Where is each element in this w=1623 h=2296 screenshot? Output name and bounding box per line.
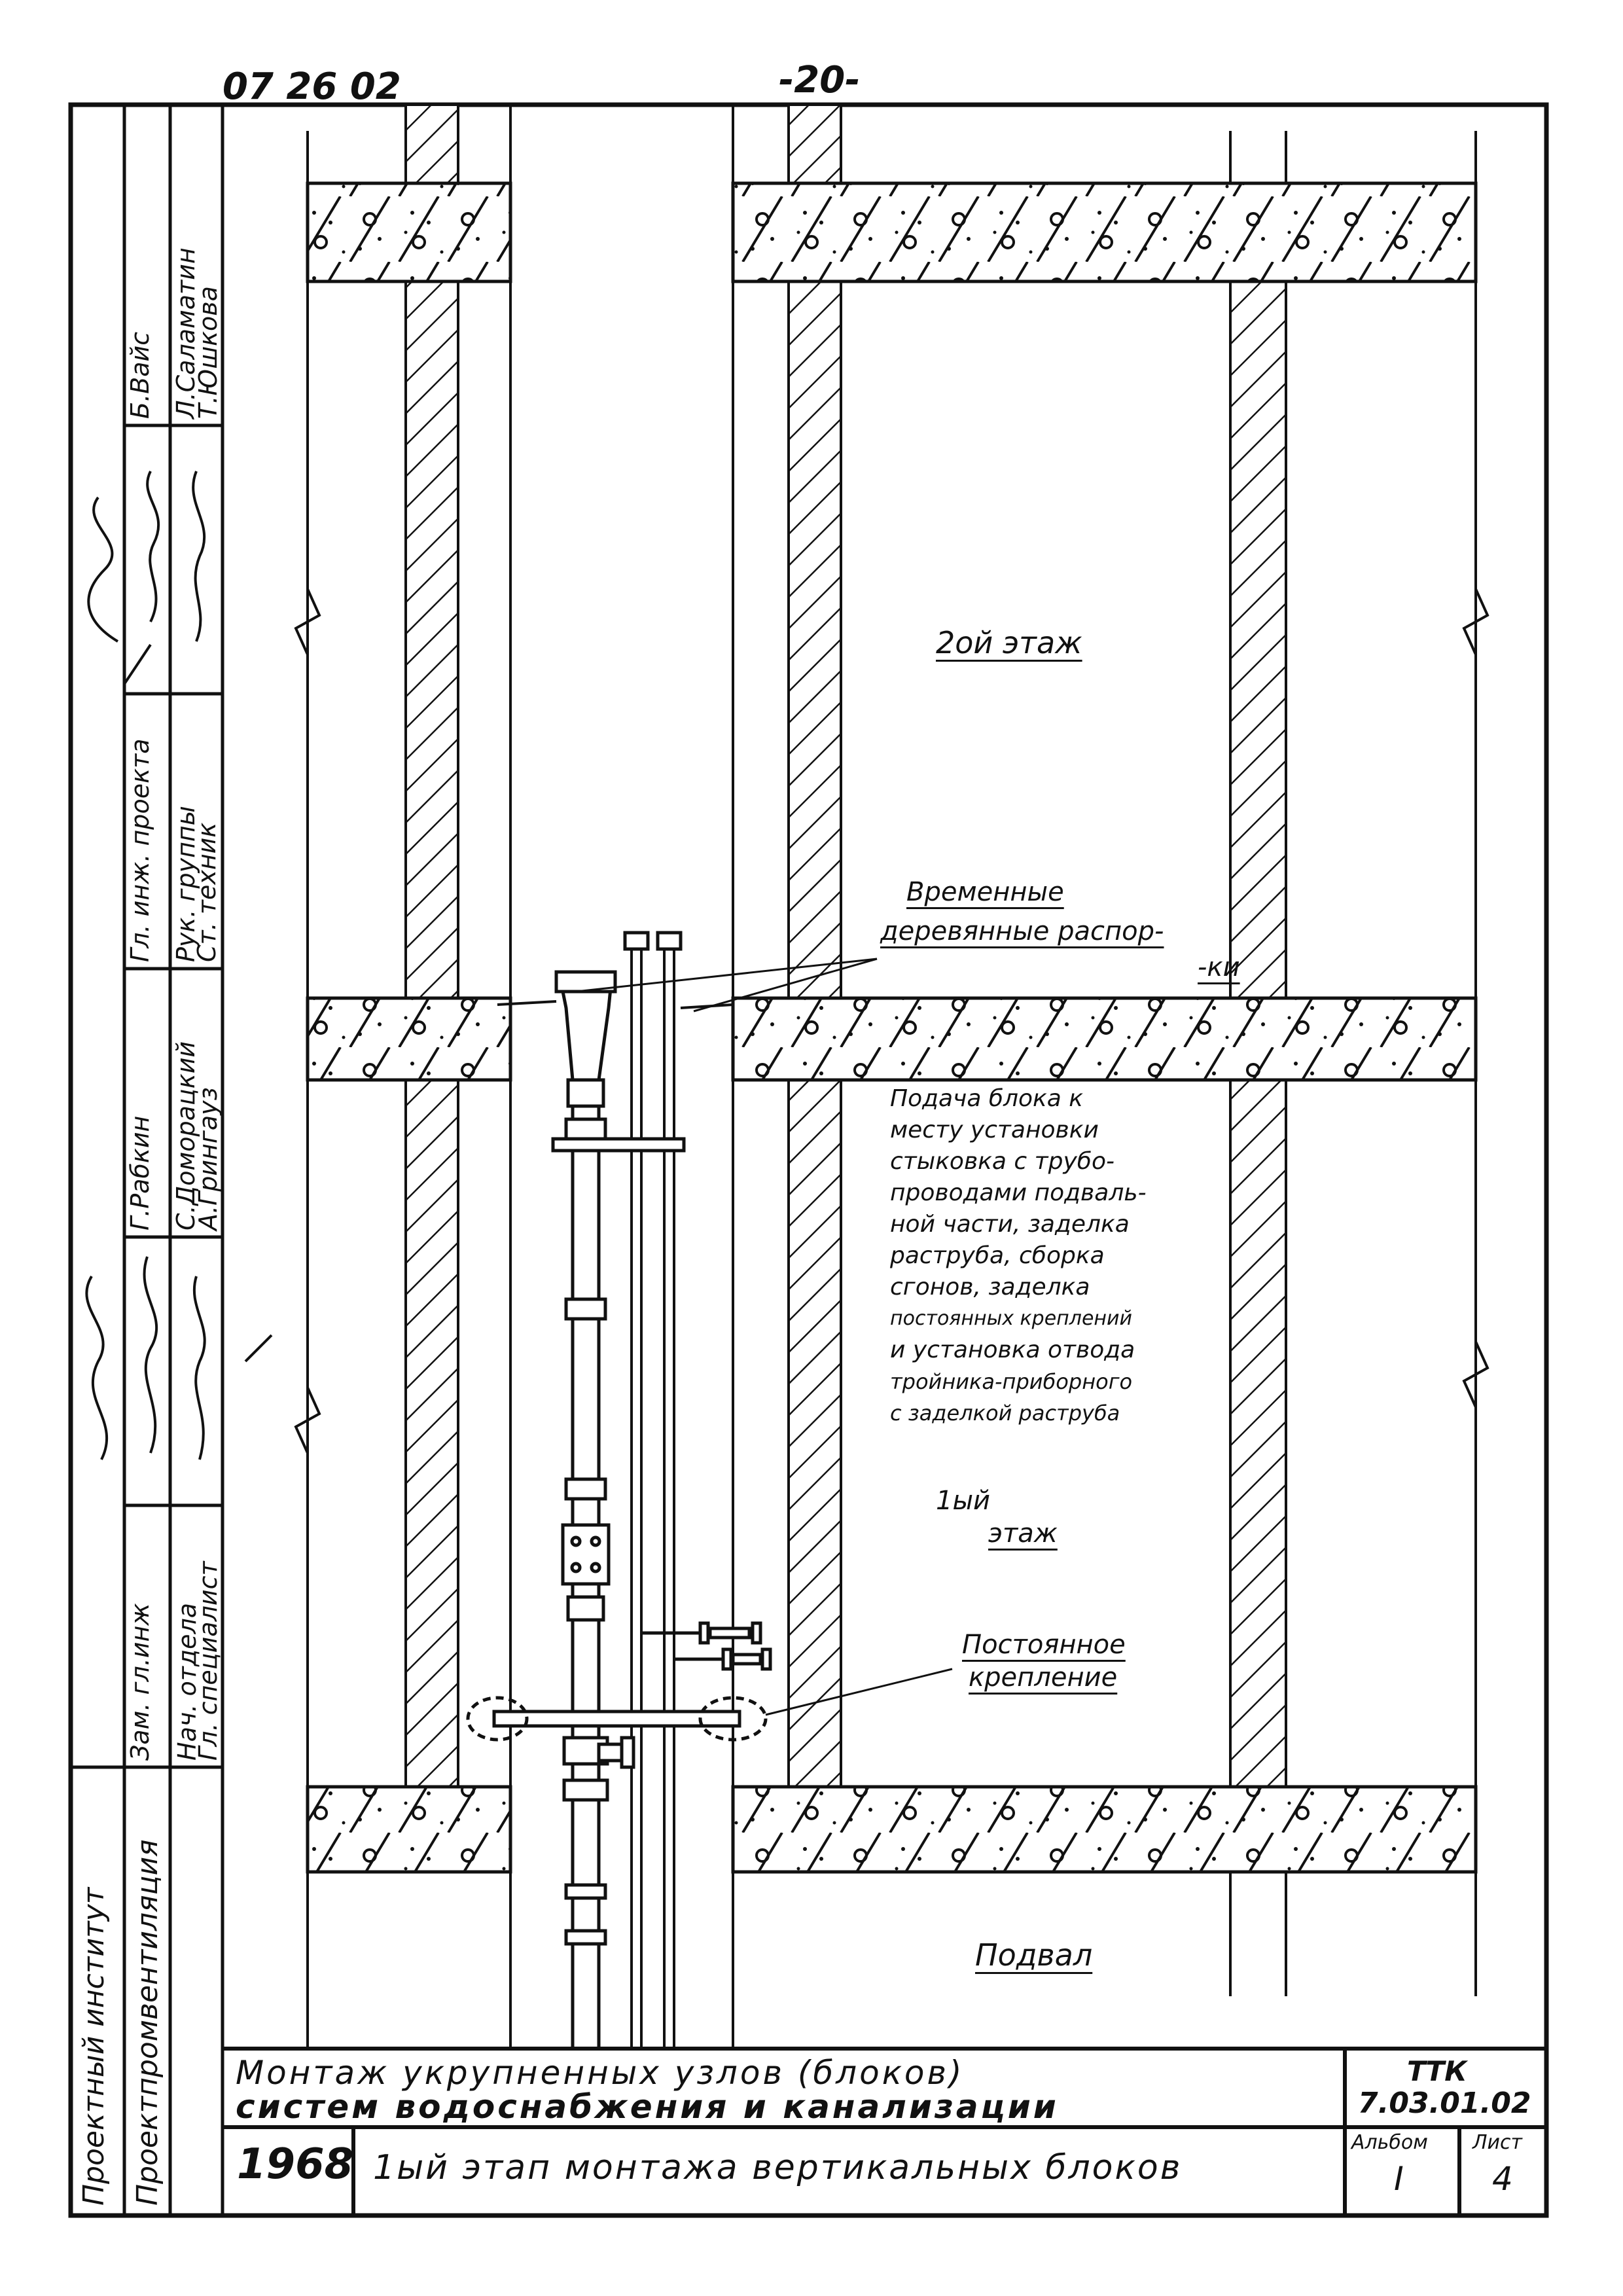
title-line1: Монтаж укрупненных узлов (блоков) [236,2054,965,2092]
description-line: стыковка с трубо- [890,1148,1115,1175]
description-line: сгонов, заделка [890,1274,1090,1300]
wall-right-b-mid [1229,280,1287,999]
stamp-org-line1: Проектный институт [77,1887,111,2206]
description-line: с заделкой раструба [890,1401,1120,1426]
basement-label: Подвал [975,1937,1093,1973]
description-line: тройника-приборного [890,1369,1133,1394]
title-line2: систем водоснабжения и канализации [236,2088,1059,2126]
wall-left-mid [404,280,459,999]
description-line: и установка отвода [890,1336,1135,1363]
page-number: -20- [779,59,861,101]
wall-right-a-upper [787,103,842,185]
slab-mid-left [306,996,512,1082]
stamp-name-project-engineer: Г.Рабкин [126,1115,154,1230]
signatures [85,471,273,1460]
slab-top-right [731,181,1478,283]
sheet-label: Лист [1472,2131,1523,2154]
temp-spacers-label-2: деревянные распор- [880,916,1164,946]
doc-code-line1: ТТК [1407,2055,1467,2087]
stamp-role-senior-tech-visible: Ст. техник [192,822,221,962]
slab-bottom-left [306,1785,512,1874]
stamp-org-line2: Проектпромвентиляция [131,1839,164,2206]
title-block-grid [223,2047,1546,2215]
wall-left-upper [404,103,459,185]
permanent-fastening-marker [698,1696,768,1742]
slab-top-left [306,181,512,283]
description-line: Подача блока к [890,1085,1084,1112]
pipe-block [466,931,772,2051]
sheet-title: 1ый этап монтажа вертикальных блоков [373,2148,1183,2187]
stamp-name-specialist-visible: Т.Юшкова [194,286,223,419]
temp-spacers-label-3: -ки [1198,952,1240,982]
break-marks [294,588,1489,1454]
bracket-upper [551,1137,686,1153]
description-line: ной части, заделка [890,1211,1130,1238]
wall-right-a-lower [787,1079,842,1788]
stamp-role-project-engineer: Гл. инж. проекта [126,738,154,962]
description-line: раструба, сборка [890,1242,1105,1269]
permanent-fastening-label-2: крепление [969,1662,1118,1693]
temp-spacers-label-1: Временные [906,877,1064,907]
stamp-role-deputy-chief: Зам. гл.инж [126,1603,154,1761]
floor1-label-bottom: этаж [988,1518,1058,1549]
slab-bottom-right [731,1785,1478,1874]
stamp-name-senior-tech: А.Грингауз [194,1087,223,1230]
stamp-role-chief-specialist-visible: Гл. специалист [194,1561,223,1761]
album-label: Альбом [1351,2131,1428,2154]
year: 1968 [237,2140,354,2189]
stamp-grid [71,105,224,2215]
floor2-label: 2ой этаж [936,625,1082,660]
floor1-label-top: 1ый [936,1486,991,1516]
doc-code-line2: 7.03.01.02 [1358,2087,1531,2120]
description-line: проводами подваль- [890,1179,1147,1206]
floor-slabs [306,181,1478,1874]
description-line: постоянных креплений [890,1307,1133,1330]
stamp-name-deputy: Б.Вайс [126,331,154,419]
document-code: 07 26 02 [223,65,401,108]
wall-left-lower [404,1079,459,1788]
slab-mid-right [731,996,1478,1082]
album-value: I [1394,2160,1404,2198]
description-note: Подача блока к месту установки стыковка … [890,1083,1230,1429]
permanent-fastening-label-1: Постоянное [962,1630,1126,1660]
leader-lines [575,958,953,1716]
wall-right-a-mid [787,280,842,999]
wall-right-b-lower [1229,1079,1287,1788]
sheet-value: 4 [1492,2160,1513,2198]
description-line: месту установки [890,1117,1099,1143]
bracket-lower [492,1710,741,1728]
